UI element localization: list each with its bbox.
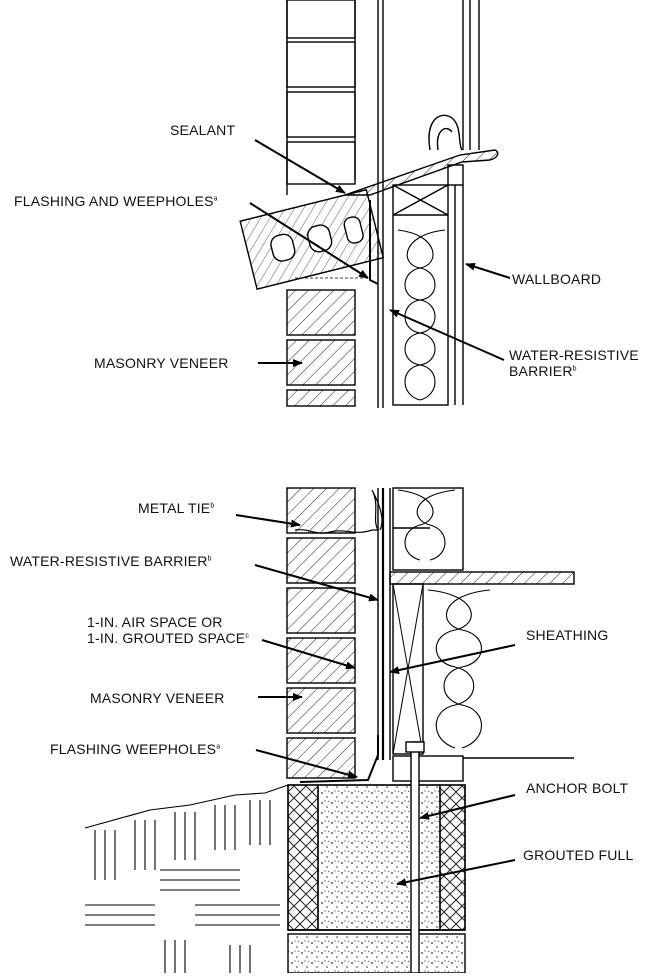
top-stud	[392, 184, 464, 406]
veneer-bricks	[286, 487, 356, 779]
brick-column-upper	[286, 0, 356, 195]
label-wrb-top-line2: BARRIERb	[509, 363, 577, 379]
label-flashing-weepholes: FLASHING WEEPHOLESa	[50, 741, 221, 757]
label-flashing-and-weepholes: FLASHING AND WEEPHOLESa	[14, 193, 218, 209]
label-wrb-top: WATER-RESISTIVE BARRIERb	[509, 347, 639, 379]
label-wrb-top-line1: WATER-RESISTIVE	[509, 347, 639, 363]
label-anchor-bolt: ANCHOR BOLT	[526, 780, 629, 796]
brick-column-lower-top	[286, 289, 356, 407]
label-air-space: 1-IN. AIR SPACE OR 1-IN. GROUTED SPACEc	[87, 614, 249, 646]
label-air-space-line2: 1-IN. GROUTED SPACEc	[87, 630, 250, 646]
label-wallboard: WALLBOARD	[512, 271, 602, 287]
label-air-space-line1: 1-IN. AIR SPACE OR	[87, 614, 223, 630]
base-flashing	[299, 735, 379, 783]
leader-arrows	[235, 139, 516, 887]
label-grouted-full: GROUTED FULL	[523, 847, 634, 863]
bottom-detail	[84, 487, 575, 974]
label-metal-tie: METAL TIEb	[138, 500, 215, 516]
label-masonry-veneer-top: MASONRY VENEER	[94, 355, 229, 371]
anchor-bolt	[410, 741, 420, 974]
top-flashing	[369, 200, 379, 285]
top-detail	[239, 0, 499, 408]
label-wrb-bottom: WATER-RESISTIVE BARRIERb	[10, 553, 212, 569]
label-sheathing: SHEATHING	[526, 627, 609, 643]
wall-frame-upper	[377, 0, 480, 408]
label-sealant: SEALANT	[170, 122, 236, 138]
window-sill	[344, 114, 499, 196]
grade-soil	[84, 784, 289, 973]
label-masonry-veneer-bottom: MASONRY VENEER	[90, 690, 225, 706]
